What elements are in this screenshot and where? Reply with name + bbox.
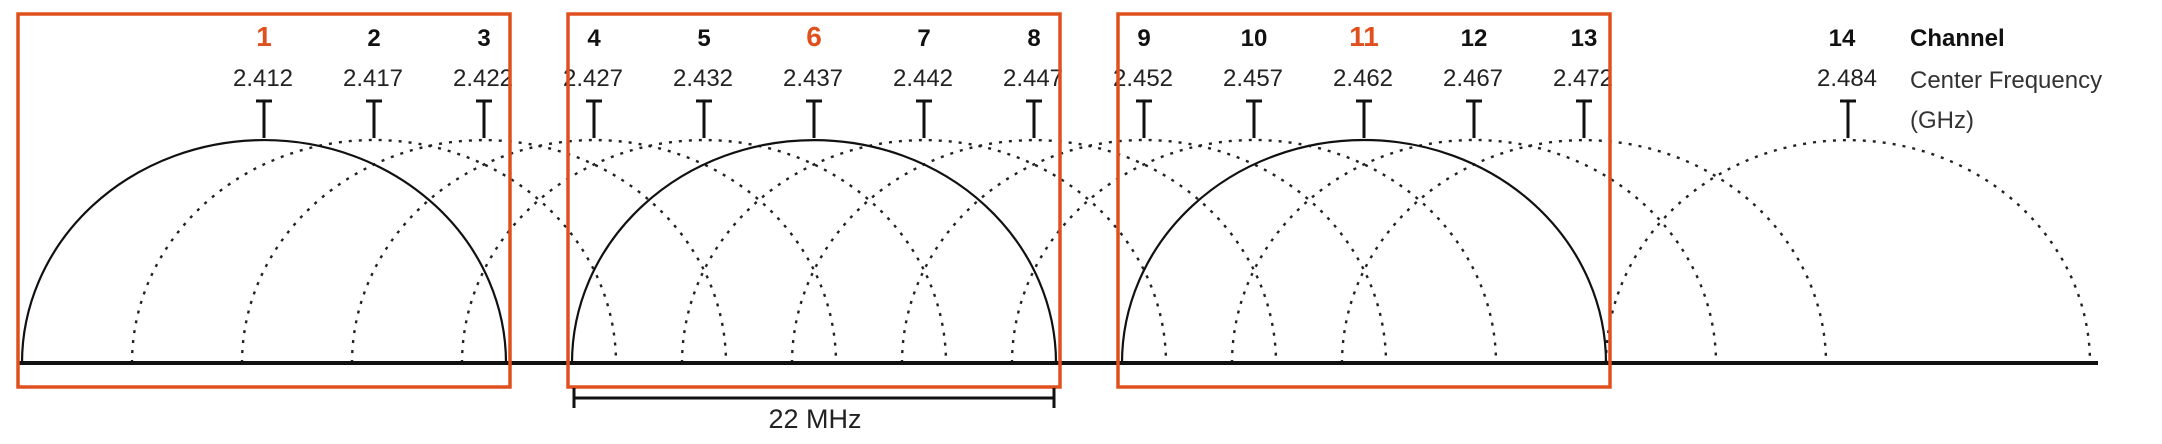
channel-number-6: 6: [806, 21, 822, 52]
center-frequency-12: 2.467: [1443, 65, 1503, 92]
solid-channel-arcs: [20, 138, 1608, 364]
center-frequency-1: 2.412: [233, 65, 293, 92]
dotted-channel-arcs: [130, 138, 2092, 364]
channel-arc-dotted-12: [1230, 138, 1718, 364]
channel-arc-dotted-5: [460, 138, 948, 364]
highlight-box-channel-11: [1116, 12, 1612, 389]
bandwidth-bracket: 22 MHz: [572, 388, 1056, 434]
center-frequency-13: 2.472: [1553, 65, 1613, 92]
channel-arc-dotted-10: [1010, 138, 1498, 364]
channel-arc-dotted-4: [350, 138, 838, 364]
channel-number-14: 14: [1829, 25, 1856, 52]
channel-number-3: 3: [477, 25, 490, 52]
channel-number-9: 9: [1137, 25, 1150, 52]
legend-frequency-unit: (GHz): [1910, 107, 1974, 134]
legend-frequency-title: Center Frequency: [1910, 67, 2102, 94]
channel-arc-dotted-13: [1340, 138, 1828, 364]
channel-number-2: 2: [367, 25, 380, 52]
highlight-box-channel-1: [16, 12, 512, 389]
channel-arc-dotted-9: [900, 138, 1388, 364]
center-frequency-5: 2.432: [673, 65, 733, 92]
highlight-box-channel-6: [566, 12, 1062, 389]
channel-arc-dotted-14: [1604, 138, 2092, 364]
channel-arc-solid-6: [570, 138, 1058, 364]
center-frequency-2: 2.417: [343, 65, 403, 92]
center-frequency-14: 2.484: [1817, 65, 1877, 92]
channel-number-1: 1: [256, 21, 272, 52]
channel-arc-solid-11: [1120, 138, 1608, 364]
channel-number-12: 12: [1461, 25, 1488, 52]
center-frequency-4: 2.427: [563, 65, 623, 92]
channel-arc-dotted-2: [130, 138, 618, 364]
channel-arc-dotted-7: [680, 138, 1168, 364]
frequency-stems: [256, 99, 1856, 138]
highlight-boxes: [16, 12, 1612, 389]
channel-number-10: 10: [1241, 25, 1268, 52]
channel-number-13: 13: [1571, 25, 1598, 52]
center-frequency-7: 2.442: [893, 65, 953, 92]
channel-number-8: 8: [1027, 25, 1040, 52]
channel-number-5: 5: [697, 25, 710, 52]
center-frequency-3: 2.422: [453, 65, 513, 92]
channel-arc-dotted-3: [240, 138, 728, 364]
center-frequency-11: 2.462: [1333, 65, 1393, 92]
channel-arc-dotted-8: [790, 138, 1278, 364]
legend-channel-title: Channel: [1910, 25, 2005, 52]
center-frequency-10: 2.457: [1223, 65, 1283, 92]
center-frequency-9: 2.452: [1113, 65, 1173, 92]
channel-number-7: 7: [917, 25, 930, 52]
channel-number-11: 11: [1349, 21, 1379, 52]
center-frequency-6: 2.437: [783, 65, 843, 92]
center-frequency-8: 2.447: [1003, 65, 1063, 92]
channel-number-4: 4: [587, 25, 601, 52]
frequency-labels: 2.412 2.417 2.422 2.427 2.432 2.437 2.442 2.447…: [233, 65, 1877, 92]
bandwidth-label: 22 MHz: [768, 404, 861, 434]
channel-arc-solid-1: [20, 138, 508, 364]
